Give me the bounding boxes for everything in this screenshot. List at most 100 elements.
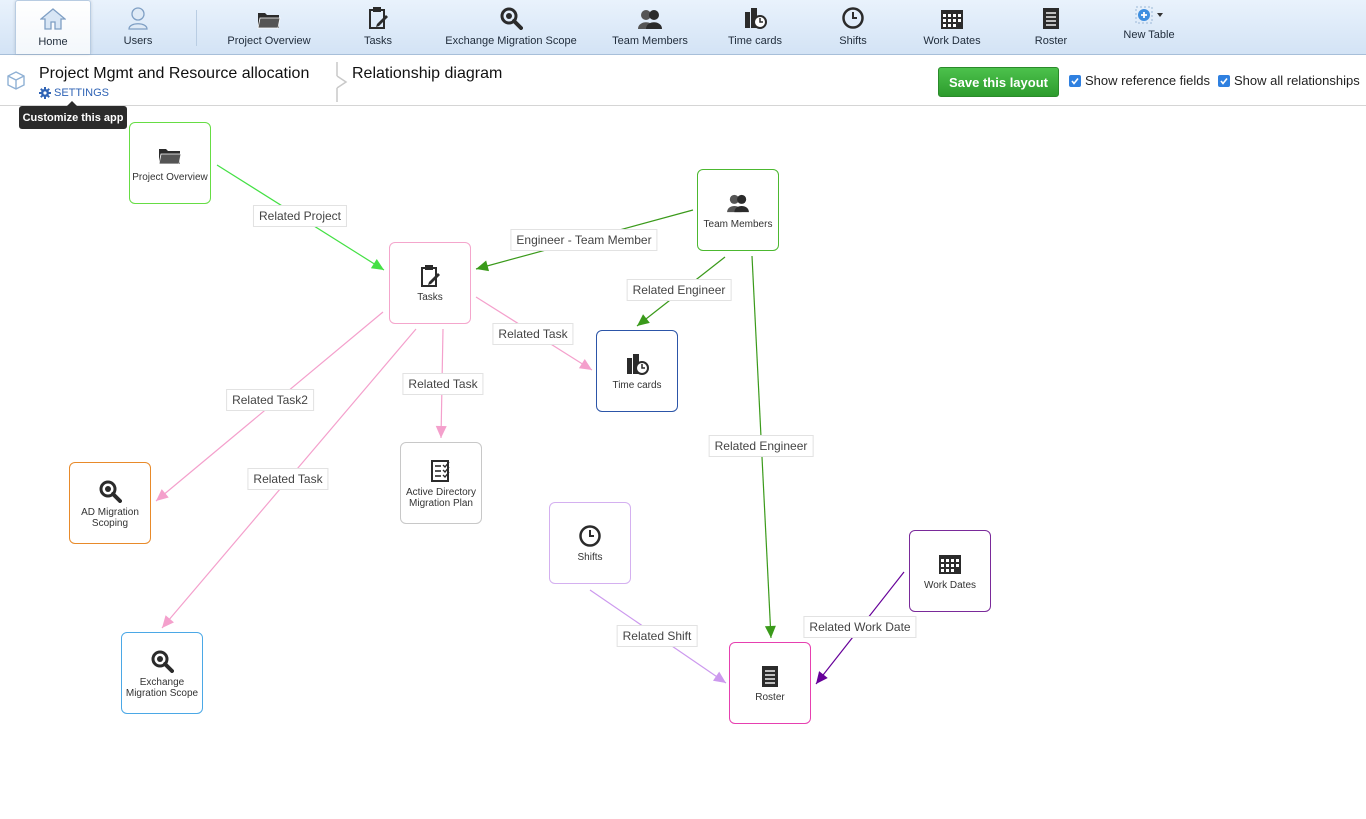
node-tasks[interactable]: Tasks	[389, 242, 471, 324]
timecard-icon	[627, 354, 649, 375]
app-title[interactable]: Project Mgmt and Resource allocation	[39, 65, 310, 82]
edge-arrowhead	[370, 258, 384, 270]
edge-arrowhead	[435, 425, 447, 438]
toolbar-team-members[interactable]: Team Members	[606, 0, 694, 54]
header-divider	[0, 105, 1366, 106]
gear-icon	[39, 87, 51, 99]
timecard-icon	[745, 8, 767, 29]
edge-arrowhead	[162, 615, 174, 628]
settings-label: SETTINGS	[54, 87, 110, 99]
toolbar-users-label: Users	[123, 35, 153, 47]
clock-icon	[579, 525, 601, 547]
magnifier-icon	[151, 650, 174, 673]
edge-arrowhead	[637, 314, 650, 326]
edge-label-related-task-timecards: Related Task	[492, 323, 574, 345]
node-label: Shifts	[577, 552, 603, 563]
team-icon	[727, 194, 749, 213]
page-title: Relationship diagram	[352, 65, 503, 82]
node-roster[interactable]: Roster	[729, 642, 811, 724]
team-icon	[638, 10, 662, 29]
settings-link[interactable]: SETTINGS	[39, 87, 109, 99]
toolbar-home[interactable]: Home	[15, 0, 91, 54]
toolbar-tasks[interactable]: Tasks	[352, 0, 404, 54]
calendar-icon	[939, 555, 961, 574]
node-work-dates[interactable]: Work Dates	[909, 530, 991, 612]
toolbar-roster-label: Roster	[1034, 35, 1068, 47]
home-icon	[40, 8, 66, 30]
toolbar-work-dates[interactable]: Work Dates	[916, 0, 988, 54]
toolbar-exchange-migration-scope[interactable]: Exchange Migration Scope	[440, 0, 582, 54]
edge-label-related-project: Related Project	[252, 205, 348, 227]
node-label: Work Dates	[923, 580, 977, 591]
checkbox-checked-icon	[1069, 74, 1081, 87]
node-label: Team Members	[703, 219, 773, 230]
toolbar-roster[interactable]: Roster	[1024, 0, 1078, 54]
node-time-cards[interactable]: Time cards	[596, 330, 678, 412]
toolbar-project-overview-label: Project Overview	[227, 35, 311, 47]
breadcrumb-separator	[336, 62, 348, 102]
toolbar-time-cards[interactable]: Time cards	[722, 0, 788, 54]
save-layout-button[interactable]: Save this layout	[938, 67, 1059, 97]
edge-arrowhead	[816, 671, 828, 684]
node-label: AD Migration Scoping	[81, 506, 139, 529]
checklist-icon	[431, 459, 450, 482]
toolbar-new-table-label: New Table	[1123, 29, 1175, 41]
magnifier-icon	[99, 480, 122, 503]
clipboard-icon	[369, 7, 388, 29]
clipboard-icon	[421, 265, 440, 287]
node-label: Exchange Migration Scope	[125, 676, 199, 699]
toolbar-project-overview[interactable]: Project Overview	[222, 0, 316, 54]
folder-icon	[158, 149, 182, 165]
node-label: Active Directory Migration Plan	[405, 486, 476, 509]
edge-arrowhead	[764, 625, 776, 638]
edge-label-related-engineer-roster: Related Engineer	[708, 435, 814, 457]
toolbar-shifts[interactable]: Shifts	[826, 0, 880, 54]
toolbar-divider	[196, 10, 197, 46]
node-shifts[interactable]: Shifts	[549, 502, 631, 584]
app-cube-icon	[7, 71, 25, 90]
toolbar-tasks-label: Tasks	[363, 35, 393, 47]
user-icon	[128, 7, 148, 30]
show-reference-fields-label: Show reference fields	[1085, 73, 1211, 88]
roster-icon	[762, 666, 778, 687]
node-label: Time cards	[612, 380, 662, 391]
edge-arrowhead	[156, 489, 169, 501]
edge-label-related-task2: Related Task2	[226, 389, 314, 411]
customize-app-tooltip: Customize this app	[19, 101, 127, 129]
node-team-members[interactable]: Team Members	[697, 169, 779, 251]
edge-label-related-task-plan: Related Task	[402, 373, 484, 395]
edge-label-related-work-date: Related Work Date	[803, 616, 917, 638]
edge-label-related-task-exchange: Related Task	[247, 468, 329, 490]
top-toolbar: Home Users Project Overview Tasks Exchan…	[0, 0, 1366, 55]
show-all-relationships-checkbox[interactable]: Show all relationships	[1218, 73, 1360, 88]
toolbar-time-cards-label: Time cards	[728, 35, 782, 47]
toolbar-exchange-label: Exchange Migration Scope	[445, 35, 577, 47]
toolbar-home-label: Home	[38, 36, 68, 48]
node-label: Tasks	[417, 292, 443, 303]
node-label: Roster	[755, 692, 785, 703]
checkbox-checked-icon	[1218, 74, 1230, 87]
edge-arrowhead	[476, 260, 490, 272]
plus-circle-icon	[1135, 6, 1163, 24]
node-ad-migration-scoping[interactable]: AD Migration Scoping	[69, 462, 151, 544]
node-exchange-migration-scope[interactable]: Exchange Migration Scope	[121, 632, 203, 714]
toolbar-users[interactable]: Users	[104, 0, 172, 54]
edge-arrowhead	[578, 358, 592, 370]
roster-icon	[1043, 8, 1059, 29]
node-active-directory-migration-plan[interactable]: Active Directory Migration Plan	[400, 442, 482, 524]
folder-icon	[257, 13, 281, 29]
toolbar-shifts-label: Shifts	[839, 35, 867, 47]
edge-label-related-engineer-timecards: Related Engineer	[626, 279, 732, 301]
toolbar-new-table[interactable]: New Table	[1116, 0, 1182, 54]
toolbar-work-dates-label: Work Dates	[923, 35, 981, 47]
node-label: Project Overview	[132, 172, 208, 183]
calendar-icon	[941, 10, 963, 29]
magnifier-icon	[500, 7, 523, 30]
edge-arrowhead	[712, 671, 726, 683]
toolbar-team-members-label: Team Members	[612, 35, 688, 47]
show-all-relationships-label: Show all relationships	[1234, 73, 1360, 88]
show-reference-fields-checkbox[interactable]: Show reference fields	[1069, 73, 1210, 88]
edge-label-related-shift: Related Shift	[616, 625, 698, 647]
node-project-overview[interactable]: Project Overview	[129, 122, 211, 204]
edge-label-engineer-team-member: Engineer - Team Member	[510, 229, 658, 251]
